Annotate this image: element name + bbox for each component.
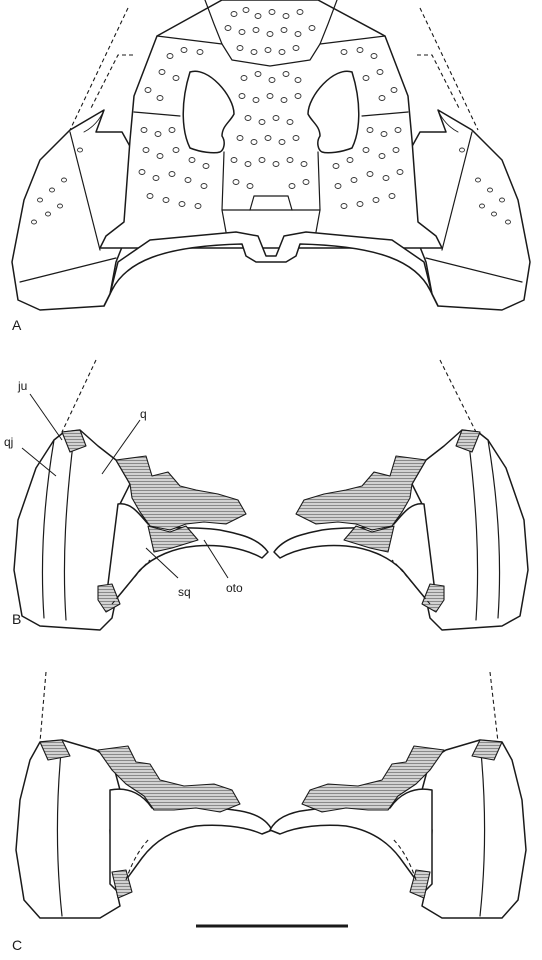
snout-outline-left-inner <box>89 54 133 111</box>
right-orbit <box>307 70 360 154</box>
label-ju: ju <box>17 379 27 393</box>
label-sq: sq <box>178 585 191 599</box>
dermal-ornament-pits <box>31 7 511 225</box>
label-q: q <box>140 407 147 421</box>
left-block-c <box>15 739 121 919</box>
panel-label-b: B <box>12 611 21 627</box>
left-orbit <box>182 70 235 154</box>
leader-sq <box>145 547 179 579</box>
skull-table <box>99 0 443 249</box>
label-oto: oto <box>226 581 243 595</box>
snout-outline-left <box>69 7 129 131</box>
right-quadrate-block <box>407 429 529 631</box>
panel-c-drawing <box>15 671 527 928</box>
leader-qj <box>21 447 57 477</box>
posterior-rim <box>103 231 439 307</box>
label-qj: qj <box>4 435 13 449</box>
left-ju-hatch <box>61 429 87 453</box>
leader-ju <box>29 393 63 441</box>
right-block-c <box>421 739 527 919</box>
left-quadrate-block <box>13 429 135 631</box>
snout-outline-right-inner <box>417 54 461 111</box>
panel-a-skull-drawing <box>11 0 531 311</box>
panel-label-c: C <box>12 937 22 953</box>
panel-b-drawing <box>13 359 529 631</box>
snout-outline-right <box>419 7 479 131</box>
leader-q <box>101 419 141 475</box>
leader-oto <box>203 539 229 579</box>
panel-label-a: A <box>12 317 22 333</box>
